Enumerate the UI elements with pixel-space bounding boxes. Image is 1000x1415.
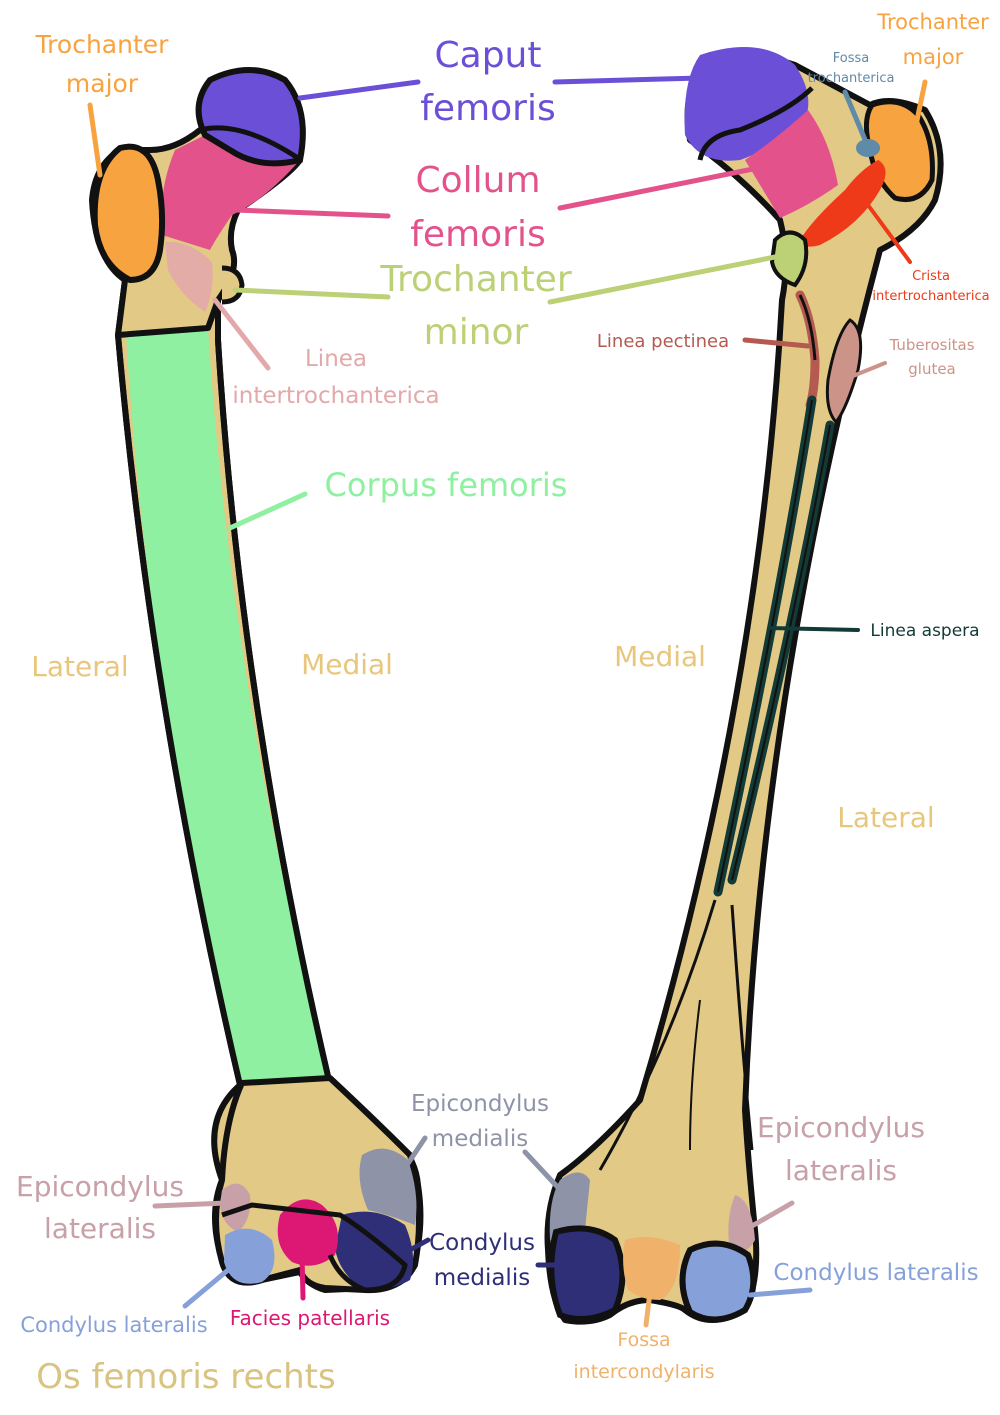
leader-corpus: [227, 491, 308, 531]
anterior-shaft-right-edge: [215, 339, 333, 1086]
anterior-epicondylus-lateralis: [220, 1183, 251, 1232]
leader-fossa-intercond: [643, 1289, 653, 1328]
posterior-condylus-medialis: [548, 1225, 626, 1322]
leader-fossa-troch: [842, 89, 869, 145]
anterior-trochanter-minor: [221, 265, 245, 305]
anterior-linea-intertrochanterica-region: [165, 241, 213, 312]
leader-facies-patellaris: [299, 1252, 306, 1301]
leader-lines: [87, 75, 928, 1328]
label-trochanter-minor-2: minor: [424, 312, 529, 353]
anterior-shaft-left-edge: [115, 334, 243, 1086]
label-epicondylus-lateralis-back-2: lateralis: [785, 1154, 897, 1187]
label-trochanter-minor-1: Trochanter: [379, 259, 571, 300]
leader-epicondylus-lateralis-back: [742, 1200, 795, 1233]
label-fossa-intercond-1: Fossa: [617, 1329, 670, 1351]
posterior-linea-pectinea-edge: [798, 294, 817, 361]
label-epicondylus-medialis-front-1: Epicondylus: [411, 1091, 549, 1117]
posterior-tuberositas-glutea: [825, 318, 863, 425]
leader-collum-front: [232, 207, 391, 219]
leader-trochanter-major-back: [912, 79, 928, 133]
label-condylus-lateralis-front: Condylus lateralis: [20, 1313, 207, 1337]
leader-condylus-medialis-front: [407, 1237, 431, 1253]
leader-crista: [866, 203, 912, 264]
posterior-fossa-intercondylaris: [623, 1236, 680, 1300]
label-caput-2: femoris: [420, 88, 555, 129]
label-trochanter-major-front-2: major: [66, 69, 139, 98]
anterior-condylus-medialis: [335, 1211, 414, 1289]
label-tuberositas-2: glutea: [908, 360, 956, 378]
label-linea-intertroch-1: Linea: [305, 346, 367, 372]
posterior-femur: [544, 47, 944, 1325]
anterior-epicondylus-medialis: [359, 1148, 417, 1225]
posterior-linea-aspera-outline-a: [717, 399, 813, 893]
anterior-caput: [195, 67, 306, 167]
posterior-supracondylar-line-b: [730, 904, 754, 1151]
leader-linea-intertroch: [212, 297, 271, 371]
anterior-facies-patellaris: [277, 1199, 339, 1266]
label-lateral-back: Lateral: [837, 801, 934, 834]
anterior-trochanter-major: [91, 143, 166, 284]
label-fossa-troch-1: Fossa: [833, 51, 869, 66]
posterior-epicondylus-lateralis: [728, 1195, 755, 1253]
label-collum-1: Collum: [415, 160, 540, 201]
label-condylus-medialis-front-1: Condylus: [429, 1230, 535, 1256]
label-title: Os femoris rechts: [36, 1357, 335, 1397]
label-tuberositas-1: Tuberositas: [888, 336, 974, 354]
label-lateral-front: Lateral: [31, 650, 128, 683]
anterior-condylus-lateralis: [224, 1228, 275, 1284]
leader-trochanter-minor-front: [232, 287, 391, 300]
posterior-linea-aspera-outline-b: [731, 424, 831, 881]
posterior-caput-rim: [697, 86, 814, 161]
leader-condylus-lateralis-back: [747, 1287, 813, 1298]
label-trochanter-major-back-1: Trochanter: [876, 10, 989, 34]
label-linea-intertroch-2: intertrochanterica: [232, 383, 439, 409]
leader-caput-back: [552, 75, 703, 85]
posterior-supracondylar-line-a: [598, 899, 717, 1171]
label-medial-front: Medial: [301, 648, 393, 681]
label-epicondylus-lateralis-front-1: Epicondylus: [16, 1170, 184, 1203]
label-medial-back: Medial: [614, 640, 706, 673]
anterior-condyle-outline: [221, 1202, 408, 1293]
leader-caput-front: [297, 79, 421, 101]
label-epicondylus-lateralis-front-2: lateralis: [44, 1212, 156, 1245]
posterior-crista-intertrochanterica: [800, 160, 886, 247]
leader-tuberositas: [846, 361, 887, 380]
label-crista-2: intertrochanterica: [872, 289, 989, 304]
leader-collum-back: [557, 165, 761, 211]
anterior-corpus-region: [126, 328, 330, 1087]
labels: Trochanter major Caput femoris Collum fe…: [16, 10, 990, 1397]
label-epicondylus-medialis-front-2: medialis: [432, 1126, 528, 1152]
posterior-caput: [684, 47, 809, 161]
leader-trochanter-major-front: [87, 102, 103, 178]
label-corpus: Corpus femoris: [325, 466, 568, 504]
posterior-trochanter-minor: [769, 230, 809, 288]
posterior-condylus-lateralis: [679, 1240, 757, 1323]
leader-trochanter-minor-back: [547, 253, 783, 305]
leader-linea-pectinea: [742, 337, 811, 349]
posterior-supracondylar-line-c: [689, 999, 701, 1151]
posterior-collum: [745, 110, 838, 218]
label-trochanter-major-front-1: Trochanter: [35, 30, 170, 59]
label-facies-patellaris: Facies patellaris: [230, 1306, 390, 1330]
label-collum-2: femoris: [410, 214, 545, 255]
leader-epicondylus-medialis-back: [522, 1149, 568, 1198]
leader-linea-aspera: [768, 626, 860, 632]
label-condylus-lateralis-back: Condylus lateralis: [773, 1260, 978, 1286]
label-fossa-troch-2: trochanterica: [808, 71, 895, 86]
posterior-fossa-trochanterica: [856, 139, 880, 157]
label-epicondylus-lateralis-back-1: Epicondylus: [757, 1111, 925, 1144]
label-linea-aspera: Linea aspera: [870, 621, 979, 641]
label-linea-pectinea: Linea pectinea: [597, 331, 729, 352]
label-crista-1: Crista: [912, 269, 950, 284]
label-fossa-intercond-2: intercondylaris: [573, 1361, 714, 1383]
leader-condylus-lateralis-front: [182, 1257, 243, 1309]
anterior-femur: [89, 67, 424, 1294]
label-caput-1: Caput: [435, 35, 542, 76]
label-condylus-medialis-front-2: medialis: [434, 1265, 530, 1291]
leader-epicondylus-medialis-front: [402, 1135, 428, 1171]
label-trochanter-major-back-2: major: [903, 45, 964, 69]
anterior-caput-rim: [199, 125, 300, 161]
leader-epicondylus-lateralis-front: [152, 1200, 229, 1209]
